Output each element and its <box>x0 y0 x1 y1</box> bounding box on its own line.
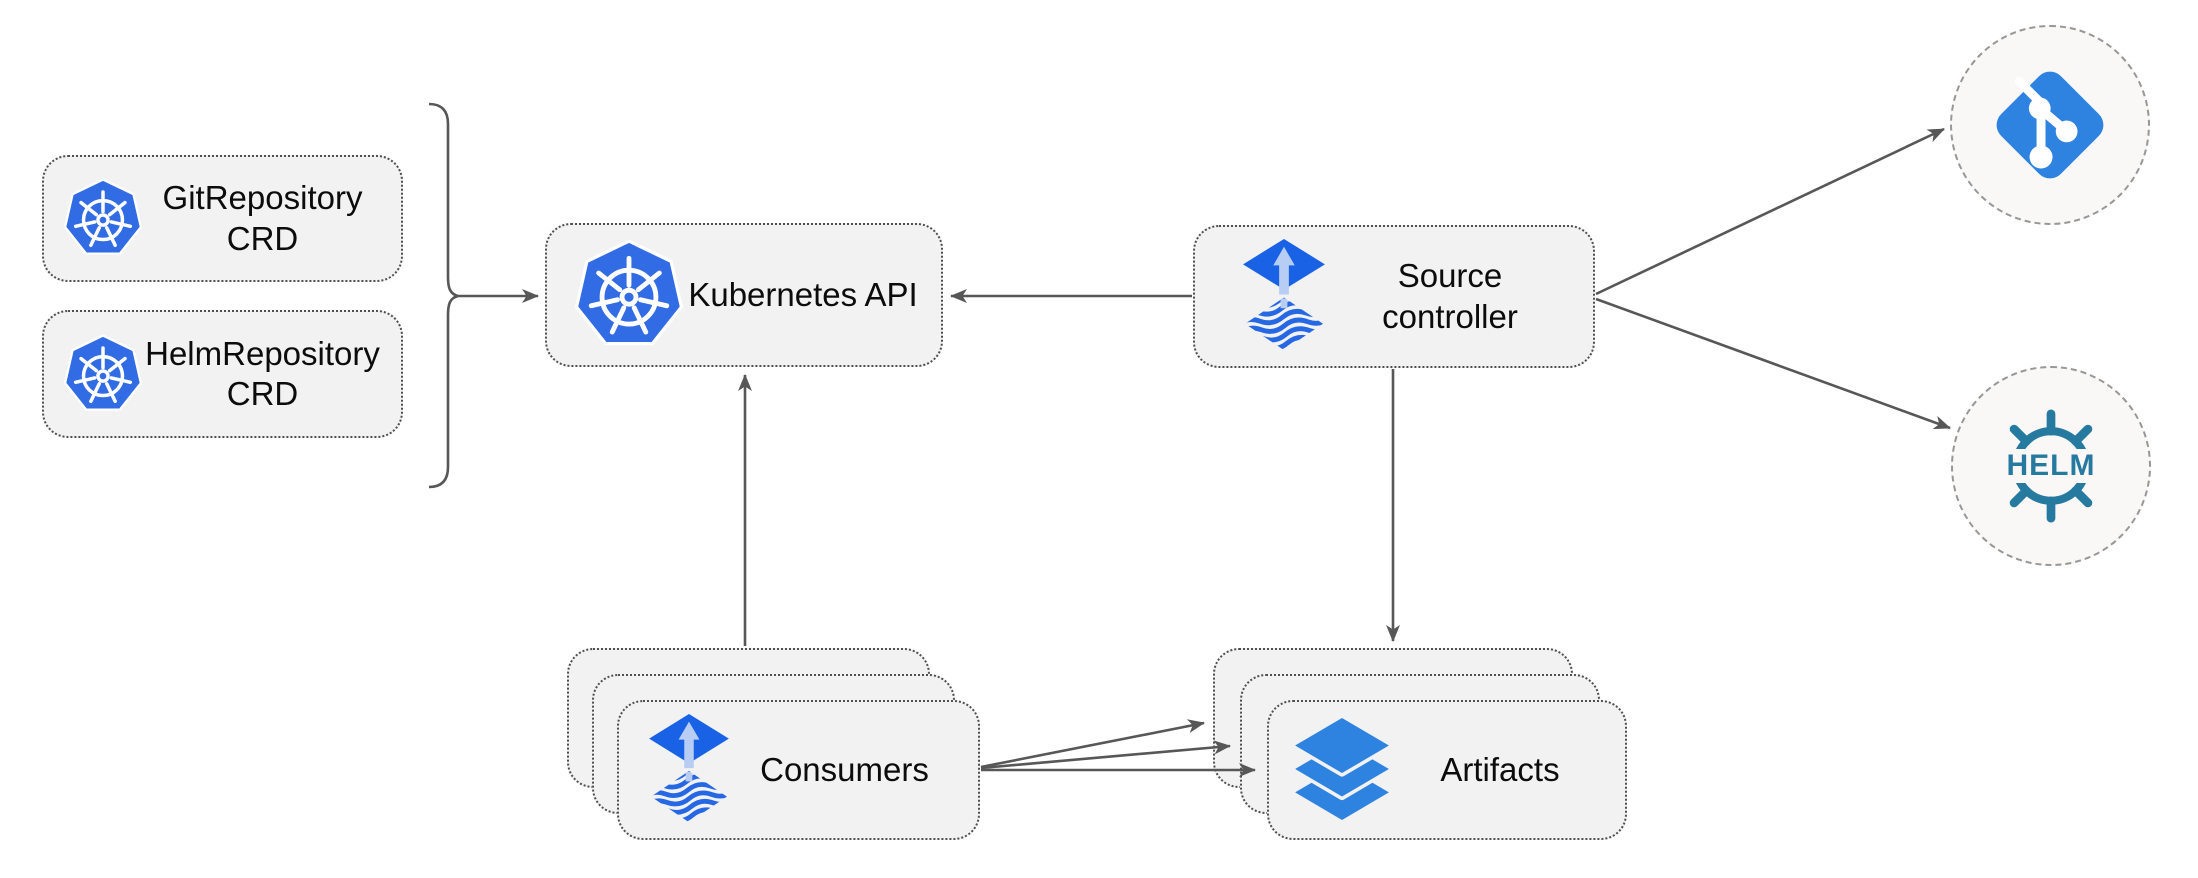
node-kubernetes-api: Kubernetes API <box>545 223 943 367</box>
crd-group-brace <box>428 102 459 489</box>
kubernetes-icon <box>575 239 683 351</box>
node-helm-remote: HELM <box>1951 366 2151 566</box>
kubernetes-icon <box>64 334 142 415</box>
node-label: Kubernetes API <box>688 275 918 313</box>
node-label: GitRepository CRD <box>162 179 363 257</box>
edge-consumers-to-artifacts-2 <box>980 740 1231 770</box>
helm-logo-text: HELM <box>1984 449 2118 483</box>
flux-source-controller-icon <box>1243 239 1325 354</box>
node-label: HelmRepository CRD <box>145 334 380 412</box>
node-label: Consumers <box>760 750 929 788</box>
node-consumers: Consumers <box>617 700 980 840</box>
edge-consumers-to-artifacts-1 <box>980 719 1205 769</box>
node-git-repository-crd: GitRepository CRD <box>42 155 403 282</box>
node-label: Artifacts <box>1440 750 1560 788</box>
layers-icon <box>1291 717 1393 823</box>
node-source-controller: Source controller <box>1193 225 1595 368</box>
git-icon <box>1986 61 2114 189</box>
kubernetes-icon <box>64 178 142 259</box>
flux-source-controller-icon <box>649 714 729 826</box>
node-artifacts: Artifacts <box>1267 700 1627 840</box>
edge-source-controller-to-helm-remote <box>1595 297 1951 430</box>
node-label: Source controller <box>1382 257 1518 335</box>
node-git-remote <box>1950 25 2150 225</box>
node-helm-repository-crd: HelmRepository CRD <box>42 310 403 438</box>
edge-source-controller-to-git-remote <box>1595 127 1945 296</box>
